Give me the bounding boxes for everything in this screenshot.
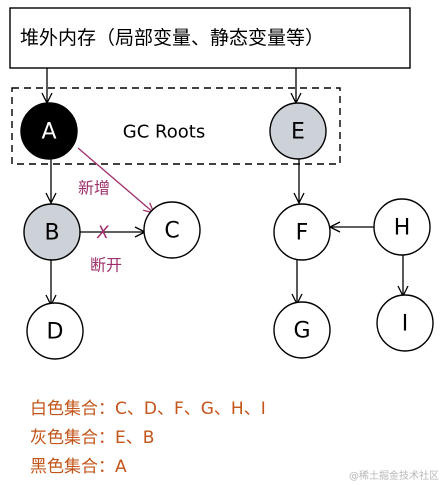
node-d: D [26,302,84,360]
node-a-label: A [41,120,56,145]
node-f: F [273,203,331,261]
node-c-circle [143,201,201,259]
node-g-circle [273,301,331,359]
node-g-label: G [293,319,310,344]
legend-gray-set: 灰色集合：E、B [30,428,155,448]
node-a: A [20,102,78,160]
added-edge-label: 新增 [78,179,110,198]
removed-edge-label: 断开 [90,256,122,275]
node-i-label: I [402,312,409,337]
node-d-circle [26,302,84,360]
node-e: E [269,102,327,160]
node-h-label: H [394,216,411,241]
node-c: C [143,201,201,259]
node-f-label: F [296,221,309,246]
node-h-circle [373,198,431,256]
heap-external-memory-label: 堆外内存（局部变量、静态变量等） [20,27,324,49]
node-b-circle [23,203,81,261]
node-e-label: E [291,120,305,145]
node-c-label: C [164,219,179,244]
node-b: B [23,203,81,261]
removed-edge-mark: X [96,223,109,243]
node-f-circle [273,203,331,261]
node-b-label: B [44,221,59,246]
node-i: I [376,294,434,352]
heap-external-memory-box [9,7,411,69]
legend-white-set: 白色集合：C、D、F、G、H、I [30,399,266,419]
node-e-circle [269,102,327,160]
node-g: G [273,301,331,359]
node-d-label: D [47,320,64,345]
node-a-circle [20,102,78,160]
gc-roots-group [11,87,341,165]
node-i-circle [376,294,434,352]
watermark: @稀土掘金技术社区 [349,471,439,482]
gc-roots-label: GC Roots [123,122,205,143]
node-h: H [373,198,431,256]
edge-a-to-c-added [77,147,154,213]
legend-black-set: 黑色集合：A [30,457,127,477]
color-set-legend: 白色集合：C、D、F、G、H、I 灰色集合：E、B 黑色集合：A [30,395,266,482]
